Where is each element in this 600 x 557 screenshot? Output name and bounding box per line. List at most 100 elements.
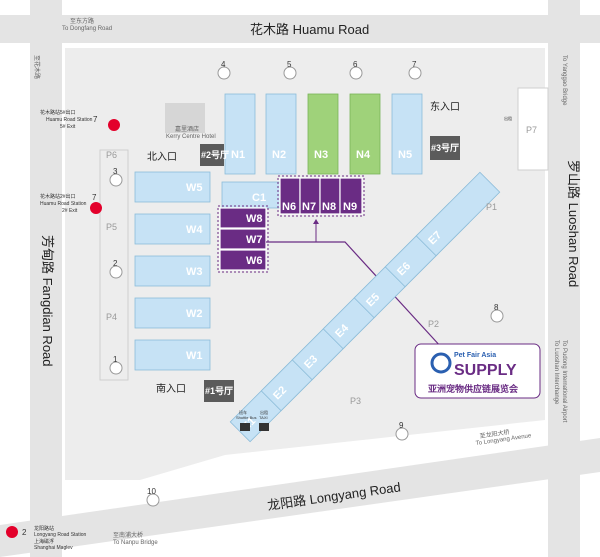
gate-7-label: 7 bbox=[412, 60, 417, 69]
label-w1: W1 bbox=[186, 350, 203, 362]
gate-2-label: 2 bbox=[113, 259, 118, 268]
hall-n4[interactable] bbox=[349, 93, 381, 175]
metro-exit5-line: 7 bbox=[93, 115, 98, 124]
label-n8: N8 bbox=[322, 201, 336, 213]
entrance-south: 南入口 bbox=[156, 382, 186, 395]
metro-longyang-cn: 龙阳路站 bbox=[34, 525, 54, 532]
parking-west bbox=[99, 149, 129, 381]
p4-label: P4 bbox=[106, 312, 117, 322]
metro-exit2-en: Huamu Road Station bbox=[40, 201, 87, 207]
dir-dongfang-cn: 至东方路 bbox=[70, 17, 94, 25]
e-halls: E1 E2 E3 E4 E5 E6 E7 bbox=[229, 171, 501, 443]
label-n7: N7 bbox=[302, 201, 316, 213]
label-n9: N9 bbox=[343, 201, 357, 213]
hall-w4[interactable] bbox=[134, 213, 211, 245]
p7-label: P7 bbox=[526, 125, 537, 135]
metro-longyang-en: Longyang Road Station bbox=[34, 532, 86, 538]
gate-6-label: 6 bbox=[353, 60, 358, 69]
hall-box-3[interactable] bbox=[430, 136, 460, 160]
parking-p7 bbox=[517, 87, 549, 171]
gate-6[interactable] bbox=[349, 66, 363, 80]
hall-box-1[interactable] bbox=[204, 380, 234, 402]
metro-exit5-en: Huamu Road Station bbox=[46, 117, 93, 123]
label-n6: N6 bbox=[282, 201, 296, 213]
label-w8: W8 bbox=[246, 213, 263, 225]
gate-10[interactable] bbox=[146, 493, 160, 507]
connector-arrow bbox=[313, 219, 319, 224]
gate-8[interactable] bbox=[490, 309, 504, 323]
gate-9-label: 9 bbox=[399, 421, 404, 430]
label-w2: W2 bbox=[186, 308, 203, 320]
label-c1: C1 bbox=[252, 192, 266, 204]
gate-5-label: 5 bbox=[287, 60, 292, 69]
hall-w8[interactable] bbox=[219, 207, 267, 229]
shuttle-taxi-en: TAXI bbox=[259, 415, 268, 420]
shuttle-bus-en: Shuttle Bus bbox=[236, 415, 256, 420]
logo-mark-icon bbox=[430, 352, 452, 374]
hall-n9[interactable] bbox=[339, 177, 363, 215]
hall-w1[interactable] bbox=[134, 339, 211, 371]
label-w4: W4 bbox=[186, 224, 203, 236]
dir-dongfang-en: To Dongfang Road bbox=[62, 26, 112, 32]
p6-label: P6 bbox=[106, 150, 117, 160]
gate-4-label: 4 bbox=[221, 60, 226, 69]
hall-w7[interactable] bbox=[219, 228, 267, 250]
hall-n2[interactable] bbox=[265, 93, 297, 175]
logo-main: SUPPLY bbox=[454, 362, 517, 379]
metro-exit2-icon bbox=[90, 202, 102, 214]
hall-w6[interactable] bbox=[219, 249, 267, 271]
logo-top: Pet Fair Asia bbox=[454, 352, 496, 359]
label-w3: W3 bbox=[186, 266, 203, 278]
hotel-name-en: Kerry Centre Hotel bbox=[166, 134, 216, 140]
gate-4[interactable] bbox=[217, 66, 231, 80]
label-n4: N4 bbox=[356, 149, 371, 161]
entrance-east: 东入口 bbox=[430, 100, 460, 113]
dir-pudong: To Pudong International Airport bbox=[561, 340, 567, 423]
gate-1[interactable] bbox=[109, 361, 123, 375]
logo-cn: 亚洲宠物供应链展览会 bbox=[428, 383, 519, 394]
label-n3: N3 bbox=[314, 149, 328, 161]
road-left-label: 芳甸路 Fangdian Road bbox=[40, 235, 55, 367]
hall-n3[interactable] bbox=[307, 93, 339, 175]
metro-exit2-cn: 花木路站2#出口 bbox=[40, 193, 76, 200]
label-n1: N1 bbox=[231, 149, 245, 161]
label-n5: N5 bbox=[398, 149, 412, 161]
taxi-label-top: 出租 bbox=[504, 115, 512, 121]
gate-9[interactable] bbox=[395, 427, 409, 441]
gate-2[interactable] bbox=[109, 265, 123, 279]
entrance-north: 北入口 bbox=[147, 151, 177, 163]
hotel-name-cn: 嘉里酒店 bbox=[175, 125, 199, 133]
dir-yanggao: To Yanggao Bridge bbox=[561, 55, 567, 106]
p1-label: P1 bbox=[486, 202, 497, 212]
dir-luoshan: To Luoshan Interchange bbox=[553, 340, 559, 405]
hall-n5[interactable] bbox=[391, 93, 423, 175]
fangdian-road bbox=[30, 0, 62, 557]
maglev-en: Shanghai Maglev bbox=[34, 545, 73, 551]
longyang-road bbox=[0, 438, 600, 557]
gate-5[interactable] bbox=[283, 66, 297, 80]
hall-w5[interactable] bbox=[134, 171, 211, 203]
hall-w2[interactable] bbox=[134, 297, 211, 329]
hall-e7[interactable] bbox=[415, 171, 501, 257]
road-right-label: 罗山路 Luoshan Road bbox=[566, 160, 581, 287]
metro-exit2-line: 7 bbox=[92, 193, 97, 202]
p3-label: P3 bbox=[350, 396, 361, 406]
dir-nanpu-en: To Nanpu Bridge bbox=[113, 540, 158, 546]
hall-box-2[interactable] bbox=[200, 144, 224, 166]
hall-c1[interactable] bbox=[221, 181, 283, 209]
hall-n1[interactable] bbox=[224, 93, 256, 175]
metro-exit2-sub: 2# Exit bbox=[62, 208, 78, 214]
metro-exit5-sub: 5# Exit bbox=[60, 124, 76, 130]
gates: 4 5 6 7 3 2 1 8 9 10 bbox=[109, 60, 504, 507]
hotel-building bbox=[165, 103, 205, 133]
huamu-road bbox=[0, 15, 600, 43]
shuttle-taxi-cn: 出租 bbox=[260, 409, 268, 415]
gate-7[interactable] bbox=[408, 66, 422, 80]
hall-box-3-label: #3号厅 bbox=[431, 143, 459, 153]
hall-w3[interactable] bbox=[134, 255, 211, 287]
label-w7: W7 bbox=[246, 234, 263, 246]
p2-label: P2 bbox=[428, 319, 439, 329]
gate-3[interactable] bbox=[109, 173, 123, 187]
connector-line bbox=[266, 241, 443, 349]
